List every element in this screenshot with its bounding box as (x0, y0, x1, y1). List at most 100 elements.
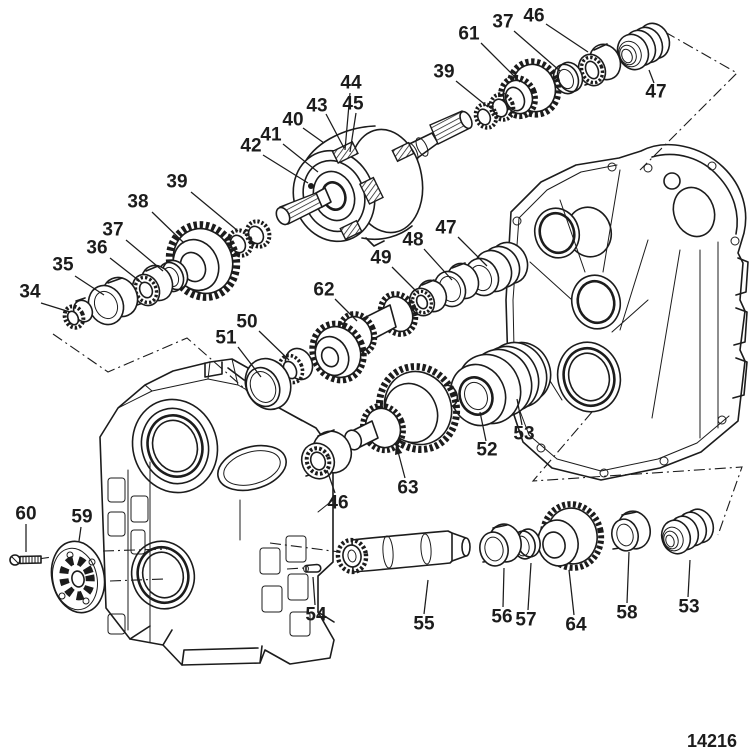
part-60-screw (9, 554, 42, 566)
callout-52: 52 (476, 440, 497, 461)
part-63-cluster-gear (343, 363, 461, 454)
callout-57: 57 (515, 610, 536, 631)
upper-gear-cluster-row (473, 22, 671, 130)
part-55-output-shaft (335, 530, 471, 575)
part-59-pump-rotor (50, 540, 106, 614)
leader-line-51 (237, 346, 262, 378)
callout-56: 56 (491, 607, 512, 628)
callout-39: 39 (433, 62, 454, 83)
callout-58: 58 (616, 603, 637, 624)
leader-line-38 (151, 211, 185, 244)
callout-48: 48 (402, 230, 423, 251)
leader-line-58 (626, 551, 630, 604)
callout-47: 47 (645, 82, 666, 103)
leader-line-47 (648, 69, 655, 84)
callout-55: 55 (413, 614, 435, 635)
callout-41: 41 (260, 125, 282, 146)
callout-38: 38 (127, 192, 148, 213)
leader-line-36 (109, 257, 143, 284)
part-42-ball (308, 183, 314, 189)
part-35-sleeve (87, 276, 139, 326)
leader-line-50 (258, 330, 290, 361)
leader-line-62 (334, 298, 358, 322)
callout-46: 46 (523, 6, 544, 27)
callout-54: 54 (305, 605, 327, 626)
callout-37: 37 (102, 220, 123, 241)
part-34-splined-plug (62, 297, 94, 330)
oil-pump-parts (9, 540, 106, 614)
callout-62: 62 (313, 280, 334, 301)
callout-50: 50 (236, 312, 257, 333)
callout-64: 64 (565, 615, 587, 636)
clutch-drum-assembly (275, 110, 473, 247)
part-52-coupler (449, 341, 552, 427)
callout-51: 51 (215, 328, 237, 349)
callout-35: 35 (52, 255, 74, 276)
callout-63: 63 (397, 478, 418, 499)
part-56-collar (479, 523, 522, 567)
leader-line-40 (302, 127, 325, 144)
callout-36: 36 (86, 238, 107, 259)
callout-49: 49 (370, 248, 391, 269)
countershaft-row (309, 241, 529, 384)
leader-line-46 (545, 23, 589, 53)
leader-line-55 (423, 579, 429, 615)
callout-37: 37 (492, 12, 513, 33)
leader-line-53 (687, 559, 691, 598)
part-39-needle-bearings (226, 219, 272, 258)
part-37-washer-upper (552, 61, 584, 95)
cluster-gear-row (300, 341, 552, 480)
leader-line-46 (326, 469, 336, 494)
part-54-pin (303, 563, 322, 573)
leader-line-59 (78, 526, 82, 542)
leader-line-44 (344, 92, 351, 151)
leader-line-52 (479, 411, 487, 442)
leader-line-34 (40, 302, 71, 313)
part-47-seal-rings (616, 22, 671, 71)
mainshaft-gear-row (62, 219, 272, 330)
leader-line-49 (391, 266, 420, 295)
callout-59: 59 (71, 507, 92, 528)
leader-line-39 (190, 191, 239, 232)
part-58-collar (611, 510, 651, 552)
callout-61: 61 (458, 24, 480, 45)
part-50-needle-bearing (277, 347, 314, 385)
callout-53: 53 (513, 424, 534, 445)
callout-44: 44 (340, 73, 362, 94)
part-53-seal-rings (660, 508, 715, 555)
drawing-number: 14216 (687, 731, 737, 751)
leader-line-35 (74, 275, 105, 296)
callout-47: 47 (435, 218, 456, 239)
part-36-bearing (131, 264, 174, 307)
callout-46: 46 (327, 493, 348, 514)
leader-line-48 (423, 248, 453, 281)
callout-40: 40 (282, 110, 303, 131)
part-64-gear (537, 501, 605, 571)
callout-42: 42 (240, 136, 261, 157)
callout-43: 43 (306, 96, 327, 117)
part-47-ribbed-coupler (464, 241, 529, 297)
callout-39: 39 (166, 172, 187, 193)
part-62-countershaft (309, 291, 419, 384)
callout-45: 45 (342, 94, 364, 115)
leader-line-41 (282, 143, 319, 173)
leader-line-47 (457, 236, 488, 267)
leader-line-43 (325, 113, 345, 149)
leader-line-37 (125, 239, 164, 272)
part-46-bearing-upper (577, 43, 622, 87)
rear-housing-drawing (505, 143, 749, 481)
leader-arrowhead-63 (394, 444, 403, 455)
leader-line-57 (527, 562, 532, 611)
part-39-needle-bearings-upper (473, 92, 516, 130)
callout-53: 53 (678, 597, 699, 618)
leader-line-56 (502, 567, 505, 608)
leader-line-42 (262, 154, 309, 184)
output-shaft-row (335, 501, 715, 575)
front-housing-drawing (99, 358, 335, 666)
part-46-bearing-center (300, 429, 353, 480)
leader-line-37 (513, 30, 561, 72)
leader-line-61 (480, 42, 521, 83)
leader-line-54 (312, 576, 316, 606)
